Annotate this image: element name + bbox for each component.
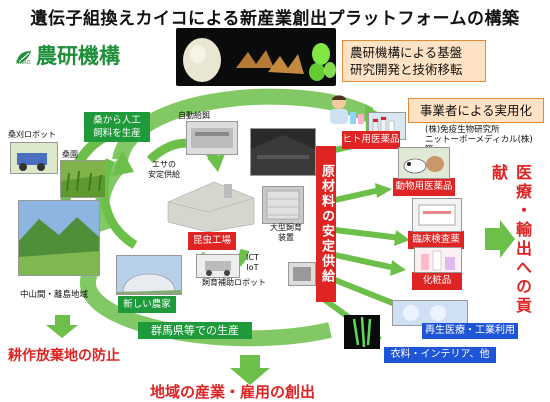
page-title: 遺伝子組換えカイコによる新産業創出プラットフォームの構築 bbox=[30, 9, 520, 29]
label-regen-industrial: 再生医療・工業利用 bbox=[422, 323, 518, 339]
robot-photo bbox=[10, 142, 58, 174]
assist-robot-photo bbox=[196, 254, 240, 278]
auto-feed-photo bbox=[186, 121, 238, 155]
mulberry-field-label: 桑園 bbox=[62, 150, 78, 159]
animals-photo bbox=[398, 147, 450, 179]
cosmetics-photo bbox=[414, 247, 462, 273]
label-animal-medicine: 動物用医薬品 bbox=[393, 178, 455, 196]
label-insect-factory: 昆虫工場 bbox=[188, 232, 236, 250]
logo-sub: NARO bbox=[16, 60, 31, 66]
medical-export-contribution: 医療・輸出への貢献 bbox=[489, 164, 532, 316]
mulberry-field-photo bbox=[60, 160, 106, 198]
label-clinical-test: 臨床検査薬 bbox=[408, 231, 464, 249]
label-human-medicine: ヒト用医薬品 bbox=[342, 131, 400, 149]
new-farm-photo bbox=[116, 255, 182, 295]
glowing-silk-photo bbox=[344, 315, 380, 349]
assist-robot-label: 飼育補助ロボット bbox=[202, 278, 266, 287]
rearing-device-photo bbox=[262, 186, 304, 224]
stable-supply-banner: 原材料の安定供給 bbox=[316, 146, 336, 302]
label-cosmetics: 化粧品 bbox=[412, 272, 462, 290]
mountain-island-label: 中山間・離島地域 bbox=[20, 290, 89, 300]
silkworm-photo-strip bbox=[176, 28, 336, 86]
cocoon-moth-photos bbox=[183, 38, 336, 82]
regional-industry-jobs: 地域の産業・雇用の創出 bbox=[150, 383, 316, 401]
insect-factory-illustration bbox=[164, 176, 256, 233]
mulberry-harvest-robot-label: 桑刈ロボット bbox=[8, 130, 56, 139]
ict-iot-label: ICT IoT bbox=[246, 253, 259, 272]
factory-exterior-photo bbox=[250, 128, 316, 176]
new-farm-label: 新しい農家 bbox=[118, 296, 176, 313]
research-box: 農研機構による基盤 研究開発と技術移転 bbox=[342, 40, 486, 82]
gunma-production-label: 群馬県等での生産 bbox=[138, 322, 252, 339]
logo-text: 農研機構 bbox=[36, 44, 120, 68]
mountain-area-photo bbox=[18, 200, 100, 276]
test-kit-photo bbox=[412, 198, 462, 232]
auto-feed-label: 自動給餌 bbox=[178, 111, 210, 120]
prevent-abandoned-farmland: 耕作放棄地の防止 bbox=[8, 348, 120, 364]
naro-leaf-icon bbox=[17, 51, 31, 63]
naro-logo: 農研機構 bbox=[15, 40, 120, 70]
large-rearing-label: 大型飼育 装置 bbox=[270, 223, 302, 242]
scientist-illustration bbox=[326, 92, 370, 128]
business-box: 事業者による実用化 bbox=[408, 98, 544, 123]
artificial-feed-label: 桑から人工 飼料を生産 bbox=[84, 112, 150, 142]
ict-device-photo bbox=[288, 262, 316, 286]
feed-supply-label: エサの 安定供給 bbox=[148, 160, 180, 179]
label-clothing-interior: 衣料・インテリア、他 bbox=[384, 347, 496, 363]
